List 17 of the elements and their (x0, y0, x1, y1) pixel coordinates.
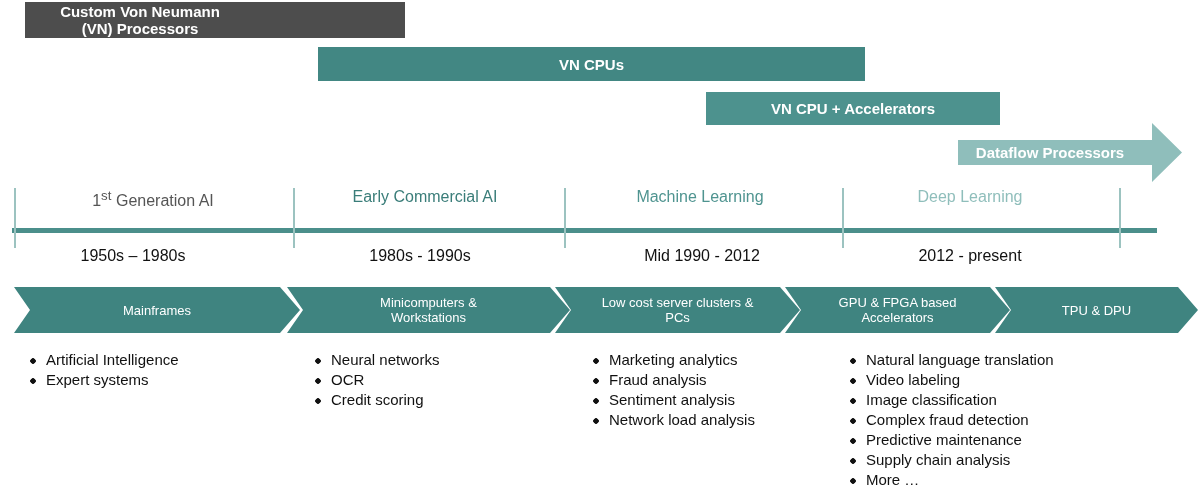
era-title: 1$^{st}$ Generation AI (91, 188, 215, 211)
date-range: 2012 - present (917, 247, 1023, 265)
date-range: 1980s - 1990s (368, 247, 472, 265)
arrow-band: Dataflow Processors (958, 123, 1182, 182)
chevron-shape: Minicomputers & Workstations (287, 287, 570, 333)
chevron-shape: Mainframes (14, 287, 300, 333)
date-range: Mid 1990 - 2012 (643, 247, 761, 265)
chevron-shape: Low cost server clusters & PCs (555, 287, 800, 333)
chevron-shape: TPU & DPU (995, 287, 1198, 333)
era-title: Machine Learning (635, 188, 765, 206)
date-range: 1950s – 1980s (79, 247, 187, 265)
era-bar: VN CPU + Accelerators (706, 92, 1000, 125)
era-bar: Custom Von Neumann (VN) Processors (25, 2, 405, 38)
chevron-shape: GPU & FPGA based Accelerators (785, 287, 1010, 333)
era-title: Deep Learning (916, 188, 1024, 206)
era-bar: VN CPUs (318, 47, 865, 81)
era-title: Early Commercial AI (351, 188, 499, 206)
